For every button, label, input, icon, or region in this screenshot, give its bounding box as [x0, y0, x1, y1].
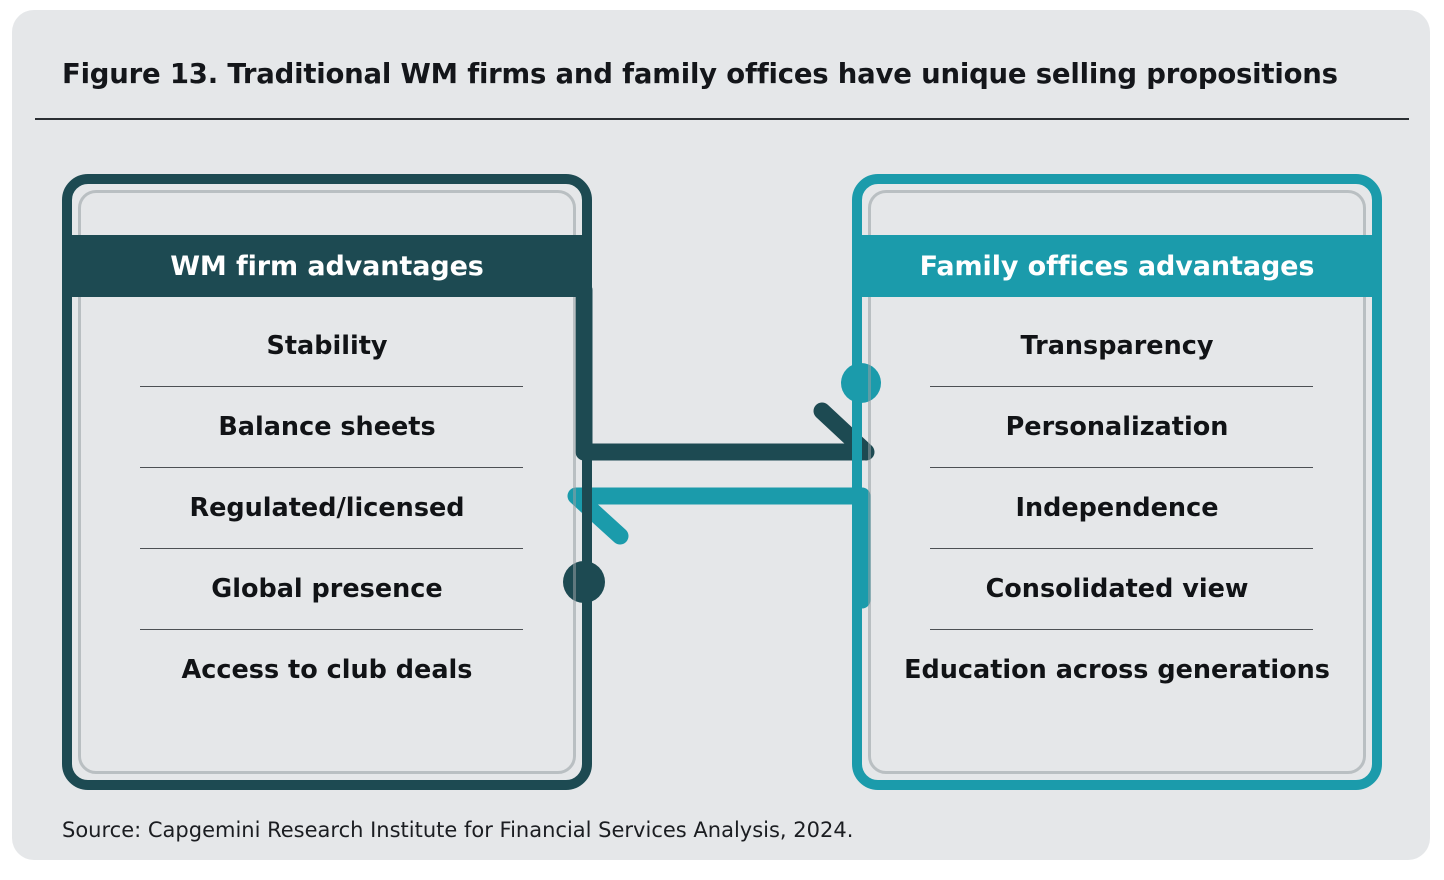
list-item: Education across generations [868, 629, 1366, 710]
source-note: Source: Capgemini Research Institute for… [62, 818, 854, 842]
figure-title: Figure 13. Traditional WM firms and fami… [62, 58, 1338, 90]
list-item: Consolidated view [868, 548, 1366, 629]
wm-firm-advantage-list: Stability Balance sheets Regulated/licen… [78, 305, 576, 710]
list-item: Global presence [78, 548, 576, 629]
family-offices-advantage-list: Transparency Personalization Independenc… [868, 305, 1366, 710]
list-item: Stability [266, 330, 388, 361]
list-item: Independence [868, 467, 1366, 548]
list-item: Transparency [1020, 330, 1214, 361]
list-item: Personalization [868, 386, 1366, 467]
list-item: Access to club deals [78, 629, 576, 710]
wm-firm-panel-header: WM firm advantages [62, 235, 592, 297]
family-offices-panel-header: Family offices advantages [852, 235, 1382, 297]
wm-firm-panel [62, 174, 592, 790]
list-item: Regulated/licensed [78, 467, 576, 548]
list-item: Balance sheets [78, 386, 576, 467]
family-offices-panel [852, 174, 1382, 790]
title-divider [35, 118, 1409, 120]
